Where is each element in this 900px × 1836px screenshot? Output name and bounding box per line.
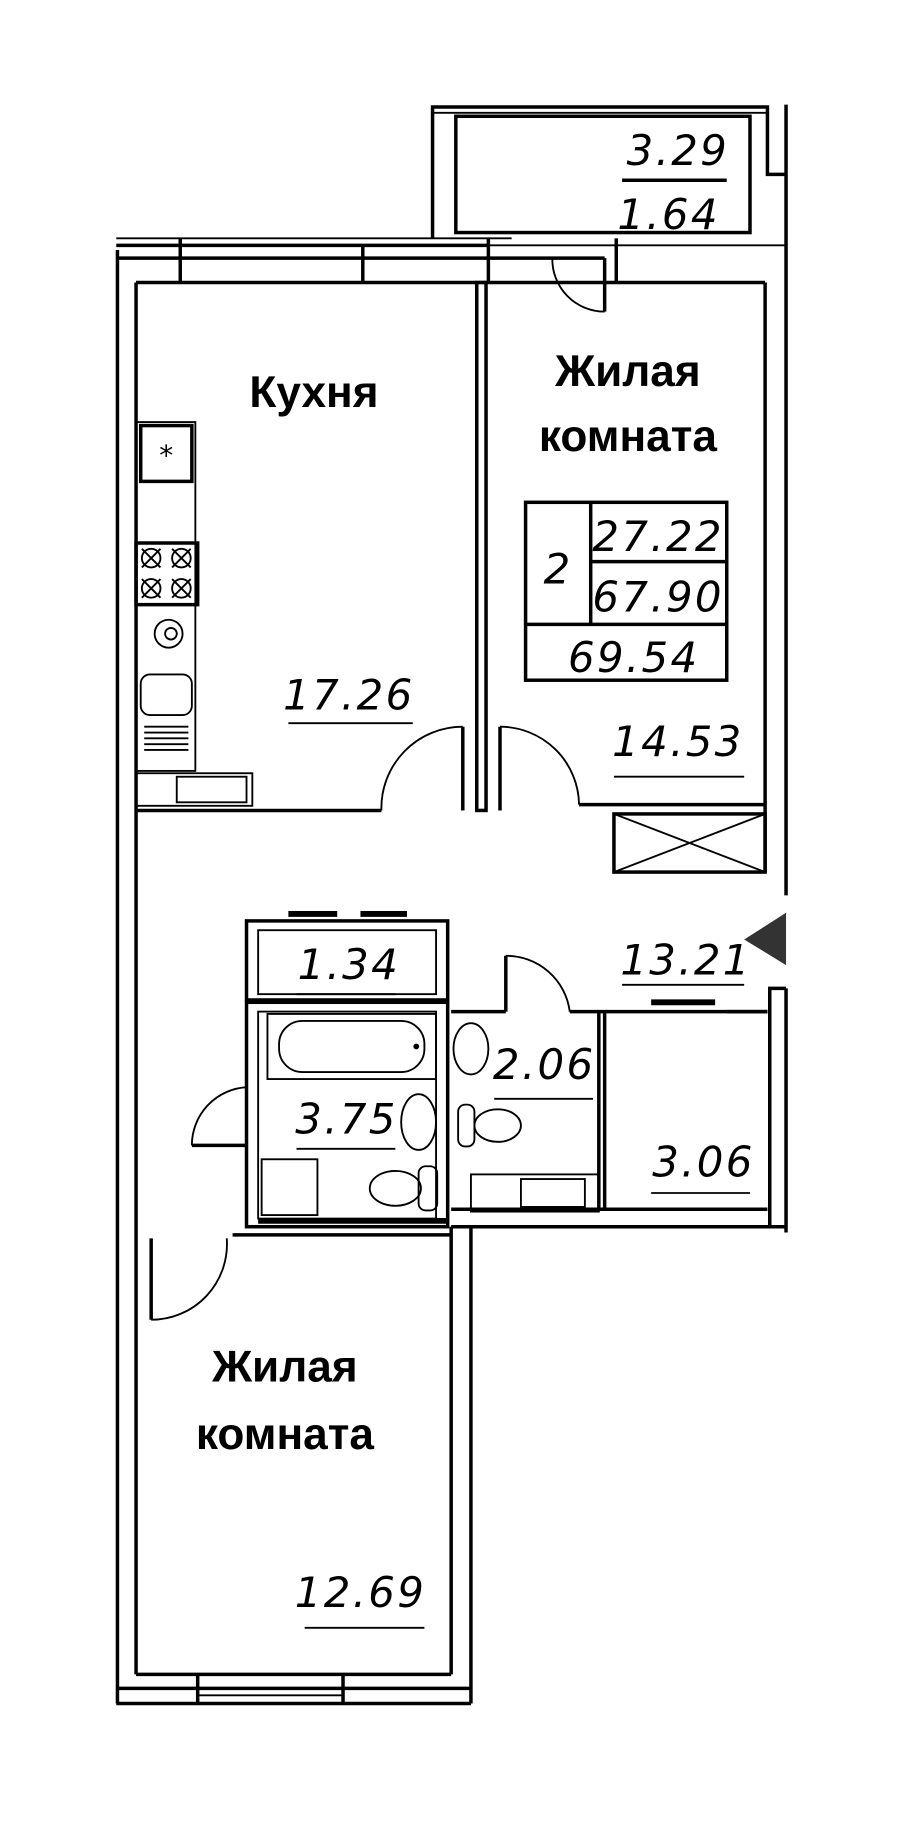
sink-icon [153,618,184,649]
total-area: 67.90 [592,573,723,622]
total-area-with-balcony: 69.54 [568,633,699,682]
toilet-icon [368,1165,439,1212]
balcony-area-full: 3.29 [627,126,729,175]
living-room-door[interactable] [498,725,580,811]
top-window-band [116,237,787,283]
kitchen-door[interactable] [380,725,465,811]
ventilation-shaft [612,812,767,874]
living-room-2-area: 12.69 [295,1568,426,1617]
washing-machine-icon [139,673,193,751]
stove-icon [134,541,200,607]
kitchen-counter [135,772,254,807]
balcony-door[interactable] [551,258,607,313]
living-area: 27.22 [592,512,723,561]
apartment-info-box [523,500,729,682]
entrance-arrow-icon [744,912,787,966]
bathroom-area: 3.75 [295,1095,397,1144]
wc-counter [469,1173,600,1213]
wc-washbasin-icon [452,1022,490,1076]
kitchen-living-partition [474,280,488,813]
living-room-1-label-line1: Жилая [554,347,700,396]
hallway-area: 13.21 [620,935,751,984]
living-room-1-area: 14.53 [612,717,743,766]
snowflake-icon: * [159,439,173,472]
living-room-1-label-line2: комната [539,412,717,461]
bathroom [244,1000,450,1229]
kitchen-fixtures: * [134,421,254,807]
bathroom-door[interactable] [190,1086,247,1148]
living-room-2-door[interactable] [149,1238,228,1321]
living-room-2-label-line2: комната [196,1410,374,1459]
washbasin-icon [400,1093,437,1151]
storage-area: 3.06 [652,1138,754,1187]
balcony [430,105,787,239]
wc-area: 2.06 [493,1040,595,1089]
corridor-right-wall [768,986,787,1227]
wc-toilet-icon [457,1103,522,1148]
fridge-icon [138,423,194,484]
wc-door[interactable] [504,954,571,1012]
balcony-area-reduced: 1.64 [617,190,719,239]
closet-area: 1.34 [298,940,400,989]
living-room-2-label-line1: Жилая [211,1342,357,1391]
kitchen-label: Кухня [249,368,378,417]
kitchen-area: 17.26 [283,670,414,719]
washing-machine-spot-icon [260,1158,319,1217]
bottom-window-band [116,1672,471,1706]
rooms-count: 2 [544,545,573,594]
storage [651,999,768,1014]
bathtub-icon [266,1012,437,1080]
